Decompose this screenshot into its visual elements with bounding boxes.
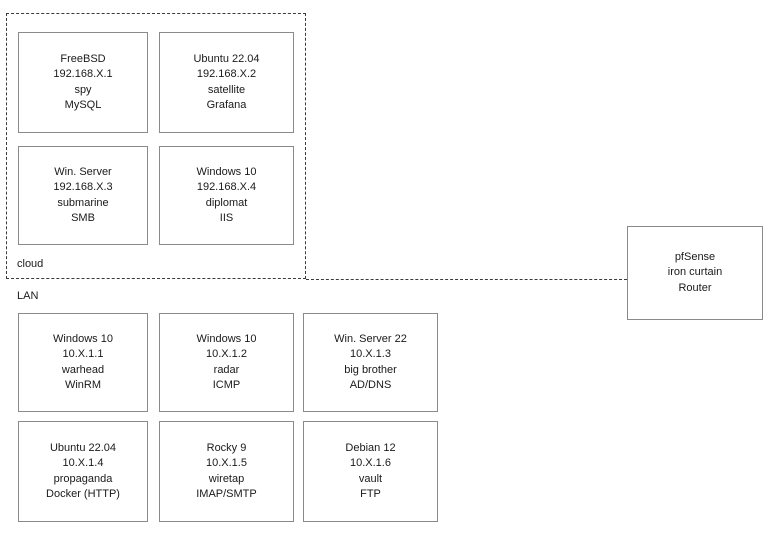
zone-cloud xyxy=(6,13,306,279)
node-os: Ubuntu 22.04 xyxy=(49,441,117,454)
node-os: Debian 12 xyxy=(345,441,396,454)
node-lan-6[interactable]: Debian 12 10.X.1.6 vault FTP xyxy=(303,421,438,522)
node-os: Ubuntu 22.04 xyxy=(193,52,260,65)
node-ip: 10.X.1.5 xyxy=(206,457,247,469)
link-cloud-to-router xyxy=(306,279,627,280)
node-hostname: spy xyxy=(74,83,92,96)
node-service: MySQL xyxy=(64,99,102,111)
node-ip: 192.168.X.4 xyxy=(196,181,257,193)
node-os: Windows 10 xyxy=(196,165,257,178)
node-service: IIS xyxy=(219,212,234,224)
node-ip: 10.X.1.3 xyxy=(350,348,391,360)
node-hostname: big brother xyxy=(344,363,397,376)
node-service: WinRM xyxy=(64,379,102,391)
node-service: ICMP xyxy=(212,379,241,391)
node-cloud-3[interactable]: Win. Server 192.168.X.3 submarine SMB xyxy=(18,146,148,245)
node-ip: 10.X.1.6 xyxy=(350,457,391,469)
router-service: Router xyxy=(678,281,712,294)
node-ip: 192.168.X.2 xyxy=(196,68,257,80)
node-ip: 10.X.1.2 xyxy=(206,348,247,360)
router-os: pfSense xyxy=(674,250,716,263)
node-lan-2[interactable]: Windows 10 10.X.1.2 radar ICMP xyxy=(159,313,294,412)
node-os: FreeBSD xyxy=(60,52,106,65)
node-ip: 192.168.X.1 xyxy=(53,68,113,80)
node-os: Windows 10 xyxy=(196,332,257,345)
node-lan-5[interactable]: Rocky 9 10.X.1.5 wiretap IMAP/SMTP xyxy=(159,421,294,522)
node-service: SMB xyxy=(71,212,95,224)
node-hostname: wiretap xyxy=(208,472,245,485)
node-ip: 192.168.X.3 xyxy=(53,181,113,193)
zone-lan-label: LAN xyxy=(17,290,39,302)
node-os: Win. Server xyxy=(54,165,112,178)
node-service: FTP xyxy=(360,488,381,500)
node-cloud-2[interactable]: Ubuntu 22.04 192.168.X.2 satellite Grafa… xyxy=(159,32,294,133)
node-cloud-4[interactable]: Windows 10 192.168.X.4 diplomat IIS xyxy=(159,146,294,245)
node-service: Grafana xyxy=(206,99,247,111)
node-hostname: radar xyxy=(213,363,240,376)
node-hostname: propaganda xyxy=(53,472,113,485)
node-ip: 10.X.1.1 xyxy=(62,348,104,360)
node-os: Windows 10 xyxy=(53,332,113,345)
node-router[interactable]: pfSense iron curtain Router xyxy=(627,226,763,320)
zone-cloud-label: cloud xyxy=(17,258,44,270)
node-service: Docker (HTTP) xyxy=(46,488,120,500)
node-os: Rocky 9 xyxy=(206,441,247,454)
node-ip: 10.X.1.4 xyxy=(62,457,104,469)
node-hostname: diplomat xyxy=(205,196,248,209)
node-hostname: satellite xyxy=(207,83,246,96)
router-hostname: iron curtain xyxy=(667,266,723,279)
node-hostname: warhead xyxy=(61,363,105,376)
node-os: Win. Server 22 xyxy=(334,332,407,345)
node-lan-4[interactable]: Ubuntu 22.04 10.X.1.4 propaganda Docker … xyxy=(18,421,148,522)
node-hostname: vault xyxy=(358,472,383,485)
node-cloud-1[interactable]: FreeBSD 192.168.X.1 spy MySQL xyxy=(18,32,148,133)
node-service: AD/DNS xyxy=(349,379,392,391)
node-hostname: submarine xyxy=(57,196,109,209)
node-lan-3[interactable]: Win. Server 22 10.X.1.3 big brother AD/D… xyxy=(303,313,438,412)
node-service: IMAP/SMTP xyxy=(196,488,257,500)
node-lan-1[interactable]: Windows 10 10.X.1.1 warhead WinRM xyxy=(18,313,148,412)
